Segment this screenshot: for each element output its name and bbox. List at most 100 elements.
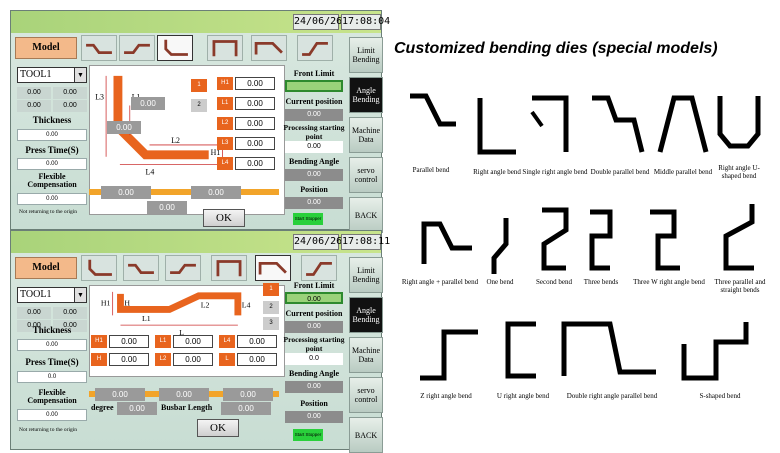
diagram-value-l3[interactable]: 0.00 [131,97,165,110]
bar-value-2[interactable]: 0.00 [159,388,209,401]
die-u-right-angle-bend [500,316,544,384]
chevron-down-icon[interactable]: ▼ [74,68,86,82]
thickness-input[interactable]: 0.00 [17,129,87,141]
limit-bending-button[interactable]: Limit Bending [349,257,383,293]
three-parallel-bend-icon [723,204,755,271]
angle-bending-button[interactable]: Angle Bending [349,297,383,333]
front-limit-label: Front Limit [293,281,335,290]
degree-value[interactable]: 0.00 [117,402,157,415]
tool-select[interactable]: TOOL1 ▼ [17,67,87,83]
ok-button[interactable]: OK [203,209,245,227]
servo-control-button[interactable]: servo control [349,377,383,413]
bar-value-1[interactable]: 0.00 [95,388,145,401]
press-time-input[interactable]: 0.0 [17,371,87,383]
caption-u-right-angle-bend: U right angle bend [496,392,550,400]
processing-start-value[interactable]: 0.00 [285,141,343,153]
field-tag-5: L4 [217,157,233,170]
shape-button-5[interactable] [251,35,287,61]
one-bend-icon [491,218,509,274]
bar-value-left[interactable]: 0.00 [101,186,151,199]
flexible-compensation-label: Flexible Compensation [27,172,77,189]
start-stopper-button[interactable]: Start Stopper [293,213,323,225]
l2-input[interactable]: 0.00 [173,353,213,366]
bar-value-right[interactable]: 0.00 [191,186,241,199]
servo-control-button[interactable]: servo control [349,157,383,193]
shape-button-2[interactable] [119,35,155,61]
angle-shape-icon [88,259,112,276]
flexible-compensation-input[interactable]: 0.00 [17,409,87,421]
processing-start-value[interactable]: 0.0 [285,353,343,365]
diagram-value-l1[interactable]: 0.00 [107,121,141,134]
caption-middle-parallel-bend: Middle parallel bend [653,168,713,176]
busbar-length-value[interactable]: 0.00 [221,402,271,415]
l1-input[interactable]: 0.00 [235,97,275,110]
h-input[interactable]: 0.00 [109,353,149,366]
die-one-bend [488,212,514,278]
l-input[interactable]: 0.00 [237,353,277,366]
shape-button-1[interactable] [81,255,117,281]
back-button[interactable]: BACK [349,197,383,233]
machine-data-button[interactable]: Machine Data [349,337,383,373]
shape-button-4[interactable] [207,35,243,61]
single-right-angle-bend-icon [530,95,569,152]
bending-angle-value: 0.00 [285,381,343,393]
l4-input[interactable]: 0.00 [235,157,275,170]
left-value-1: 0.00 [17,307,51,319]
machine-data-button[interactable]: Machine Data [349,117,383,153]
ok-button[interactable]: OK [197,419,239,437]
time-display: 17:08:04 [341,14,390,30]
shape-button-5[interactable] [255,255,291,281]
l3-input[interactable]: 0.00 [235,137,275,150]
field-tag-l1: L1 [155,335,171,348]
press-time-label: Press Time(S) [25,145,79,155]
badge-1: 1 [263,283,279,296]
badge-2: 2 [191,99,207,112]
shape-button-6[interactable] [297,35,333,61]
shape-button-3[interactable] [157,35,193,61]
diagram-label-l4: L4 [242,301,251,310]
s-bend-icon [681,322,749,381]
die-parallel-bend [404,88,462,146]
die-right-angle-bend [470,92,524,160]
l1-input[interactable]: 0.00 [173,335,213,348]
front-limit-value [285,80,343,92]
position-value: 0.00 [285,197,343,209]
chevron-down-icon[interactable]: ▼ [74,288,86,302]
busbar-indicator [89,189,279,195]
field-tag-2: L1 [217,97,233,110]
caption-three-parallel-straight-bend: Three parallel and straight bends [714,278,766,294]
hook-shape-icon [258,262,287,275]
tool-select-value: TOOL1 [20,69,52,80]
caption-one-bend: One bend [486,278,514,286]
right-angle-bend-icon [477,98,516,155]
diagram-label-l2: L2 [201,301,210,310]
caption-double-right-angle-parallel-bend: Double right angle parallel bend [566,392,658,400]
limit-bending-button[interactable]: Limit Bending [349,37,383,73]
three-bends-icon [589,209,613,271]
shape-button-6[interactable] [301,255,337,281]
shape-button-1[interactable] [81,35,117,61]
model-label: Model [15,37,77,59]
h1-input[interactable]: 0.00 [235,77,275,90]
thickness-input[interactable]: 0.00 [17,339,87,351]
title-bar [11,231,381,253]
processing-start-label: Processing starting point [283,335,345,353]
start-stopper-button[interactable]: Start Stopper [293,429,323,441]
u-shape-icon [212,40,238,57]
bottom-value[interactable]: 0.00 [147,201,187,214]
back-button[interactable]: BACK [349,417,383,453]
press-time-input[interactable]: 0.00 [17,158,87,170]
h1-input[interactable]: 0.00 [109,335,149,348]
z-shape-icon [128,263,154,274]
field-tag-h1: H1 [91,335,107,348]
l4-input[interactable]: 0.00 [237,335,277,348]
origin-note: Not returning to the origin [19,209,78,215]
angle-bending-button[interactable]: Angle Bending [349,77,383,113]
l2-input[interactable]: 0.00 [235,117,275,130]
tool-select[interactable]: TOOL1▼ [17,287,87,303]
flexible-compensation-input[interactable]: 0.00 [17,193,87,205]
bar-value-3[interactable]: 0.00 [223,388,273,401]
shape-button-4[interactable] [211,255,247,281]
shape-button-3[interactable] [165,255,201,281]
shape-button-2[interactable] [123,255,159,281]
